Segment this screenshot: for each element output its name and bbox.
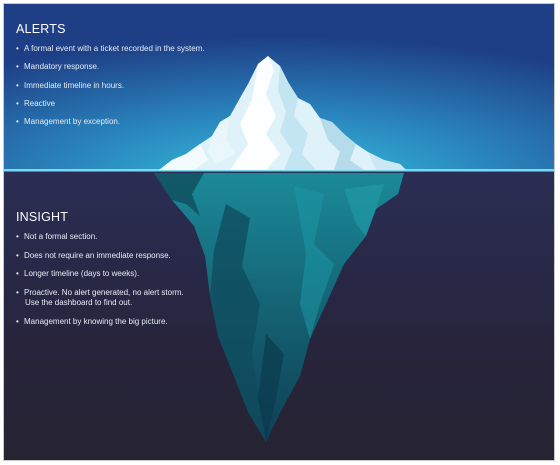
iceberg-scene bbox=[4, 4, 554, 460]
iceberg-above-water bbox=[159, 56, 406, 170]
insight-list: Not a formal section. Does not require a… bbox=[16, 232, 184, 327]
alerts-panel: ALERTS A formal event with a ticket reco… bbox=[16, 22, 205, 135]
list-item: Management by knowing the big picture. bbox=[16, 317, 184, 327]
iceberg-infographic: ALERTS A formal event with a ticket reco… bbox=[3, 3, 555, 461]
list-item: Proactive. No alert generated, no alert … bbox=[16, 288, 184, 308]
list-item: Does not require an immediate response. bbox=[16, 251, 184, 261]
list-item: Reactive bbox=[16, 99, 205, 109]
list-item: A formal event with a ticket recorded in… bbox=[16, 44, 205, 54]
alerts-heading: ALERTS bbox=[16, 22, 66, 36]
list-item: Longer timeline (days to weeks). bbox=[16, 269, 184, 279]
iceberg-underwater bbox=[154, 173, 404, 442]
insight-heading: INSIGHT bbox=[16, 210, 69, 224]
list-item-line: Proactive. No alert generated, no alert … bbox=[24, 288, 184, 298]
list-item: Mandatory response. bbox=[16, 62, 205, 72]
list-item: Immediate timeline in hours. bbox=[16, 81, 205, 91]
list-item-line: Use the dashboard to find out. bbox=[25, 298, 133, 308]
alerts-list: A formal event with a ticket recorded in… bbox=[16, 44, 205, 127]
list-item: Not a formal section. bbox=[16, 232, 184, 242]
water-line bbox=[4, 169, 554, 172]
list-item: Management by exception. bbox=[16, 117, 205, 127]
insight-panel: INSIGHT Not a formal section. Does not r… bbox=[16, 210, 184, 335]
